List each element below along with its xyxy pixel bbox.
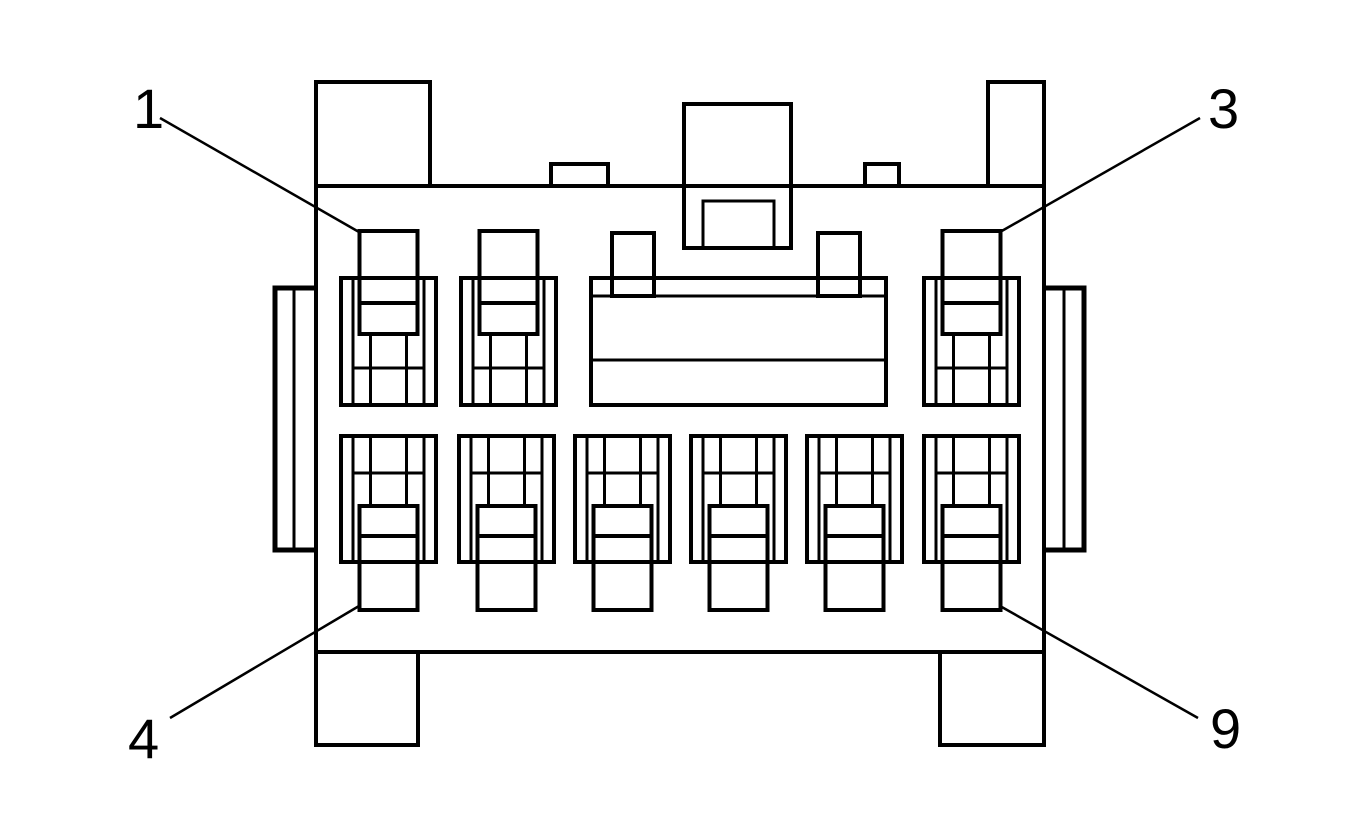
cavity-top-1 xyxy=(339,229,438,407)
leader-lines xyxy=(159,116,1201,720)
pin-label-4: 4 xyxy=(128,707,159,770)
center-cavity xyxy=(589,231,888,407)
cavity-top-3 xyxy=(922,229,1021,407)
cavity-bottom-4 xyxy=(689,434,788,612)
cavity-top-2 xyxy=(459,229,558,407)
cavity-bottom-2 xyxy=(457,434,556,612)
pin-label-9: 9 xyxy=(1210,697,1241,760)
cavity-bottom-5 xyxy=(805,434,904,612)
pin-label-1: 1 xyxy=(133,77,164,140)
connector-housing xyxy=(272,80,1087,747)
leader-line-4 xyxy=(169,604,360,720)
leader-line-9 xyxy=(999,604,1199,720)
leader-line-3 xyxy=(999,116,1201,234)
cavity-bottom-3 xyxy=(573,434,672,612)
leader-line-1 xyxy=(159,116,360,234)
pin-cavities xyxy=(339,229,1021,612)
pin-label-3: 3 xyxy=(1208,77,1239,140)
cavity-bottom-1 xyxy=(339,434,438,612)
cavity-bottom-6 xyxy=(922,434,1021,612)
